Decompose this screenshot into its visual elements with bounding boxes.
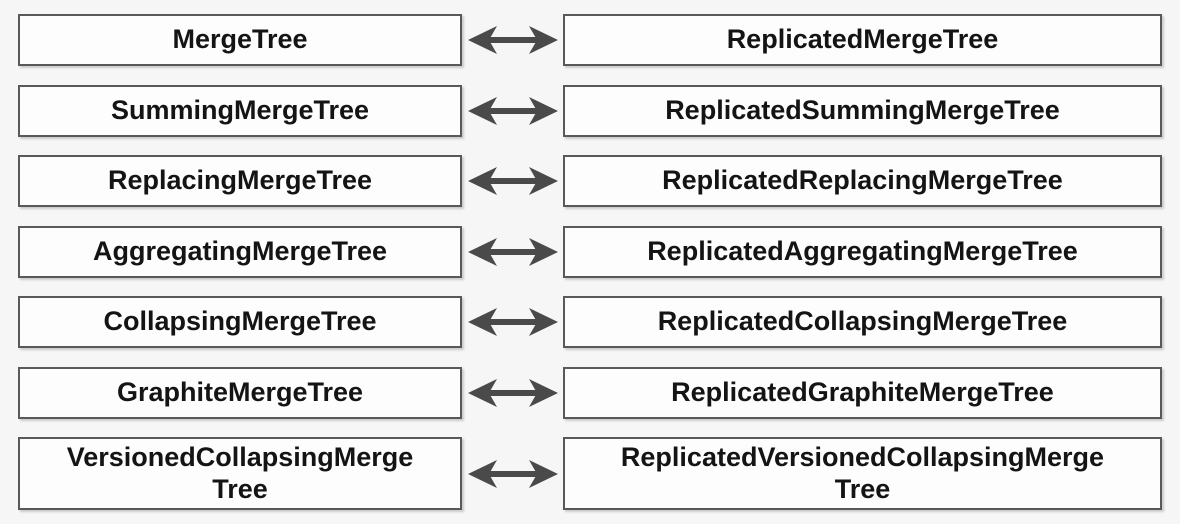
engine-label: ReplacingMergeTree	[107, 165, 373, 196]
double-arrow-icon	[462, 296, 563, 348]
engine-label: ReplicatedGraphiteMergeTree	[671, 376, 1054, 407]
engine-mapping-row: MergeTree ReplicatedMergeTree	[18, 14, 1162, 66]
box-replicated-collapsingmergetree: ReplicatedCollapsingMergeTree	[563, 296, 1162, 348]
box-versionedcollapsingmergetree: VersionedCollapsingMerge Tree	[18, 437, 462, 510]
box-collapsingmergetree: CollapsingMergeTree	[18, 296, 462, 348]
engine-label: MergeTree	[172, 24, 308, 55]
double-arrow-icon	[462, 85, 563, 137]
box-replacingmergetree: ReplacingMergeTree	[18, 155, 462, 207]
double-arrow-icon	[462, 155, 563, 207]
engine-label: ReplicatedSummingMergeTree	[665, 94, 1060, 125]
box-replicated-graphitemergetree: ReplicatedGraphiteMergeTree	[563, 366, 1162, 419]
engine-label: ReplicatedCollapsingMergeTree	[657, 306, 1068, 337]
engine-label: ReplicatedMergeTree	[726, 24, 999, 55]
engine-label: AggregatingMergeTree	[92, 235, 388, 266]
engine-label: CollapsingMergeTree	[103, 306, 377, 337]
double-arrow-icon	[462, 14, 563, 66]
box-replicated-summingmergetree: ReplicatedSummingMergeTree	[563, 84, 1162, 137]
box-replicated-versionedcollapsingmergetree: ReplicatedVersionedCollapsingMerge Tree	[563, 437, 1162, 510]
double-arrow-icon	[462, 226, 563, 278]
box-replicated-mergetree: ReplicatedMergeTree	[563, 14, 1162, 66]
engine-mapping-row: ReplacingMergeTree ReplicatedReplacingMe…	[18, 155, 1162, 207]
double-arrow-icon	[462, 437, 563, 510]
engine-mapping-row: AggregatingMergeTree ReplicatedAggregati…	[18, 225, 1162, 278]
engine-label: ReplicatedVersionedCollapsingMerge Tree	[620, 441, 1105, 504]
engine-mapping-row: GraphiteMergeTree ReplicatedGraphiteMerg…	[18, 366, 1162, 419]
box-summingmergetree: SummingMergeTree	[18, 84, 462, 137]
double-arrow-icon	[462, 367, 563, 419]
box-aggregatingmergetree: AggregatingMergeTree	[18, 225, 462, 278]
box-mergetree: MergeTree	[18, 14, 462, 66]
engine-mapping-row: CollapsingMergeTree ReplicatedCollapsing…	[18, 296, 1162, 348]
engine-label: GraphiteMergeTree	[116, 376, 364, 407]
box-replicated-replacingmergetree: ReplicatedReplacingMergeTree	[563, 155, 1162, 207]
engine-label: ReplicatedAggregatingMergeTree	[647, 235, 1078, 266]
box-replicated-aggregatingmergetree: ReplicatedAggregatingMergeTree	[563, 225, 1162, 278]
engine-label: SummingMergeTree	[110, 94, 370, 125]
engine-label: ReplicatedReplacingMergeTree	[662, 165, 1063, 196]
box-graphitemergetree: GraphiteMergeTree	[18, 366, 462, 419]
engine-mapping-row: VersionedCollapsingMerge Tree Replicated…	[18, 437, 1162, 510]
engine-label: VersionedCollapsingMerge Tree	[66, 441, 414, 504]
engine-mapping-row: SummingMergeTree ReplicatedSummingMergeT…	[18, 84, 1162, 137]
